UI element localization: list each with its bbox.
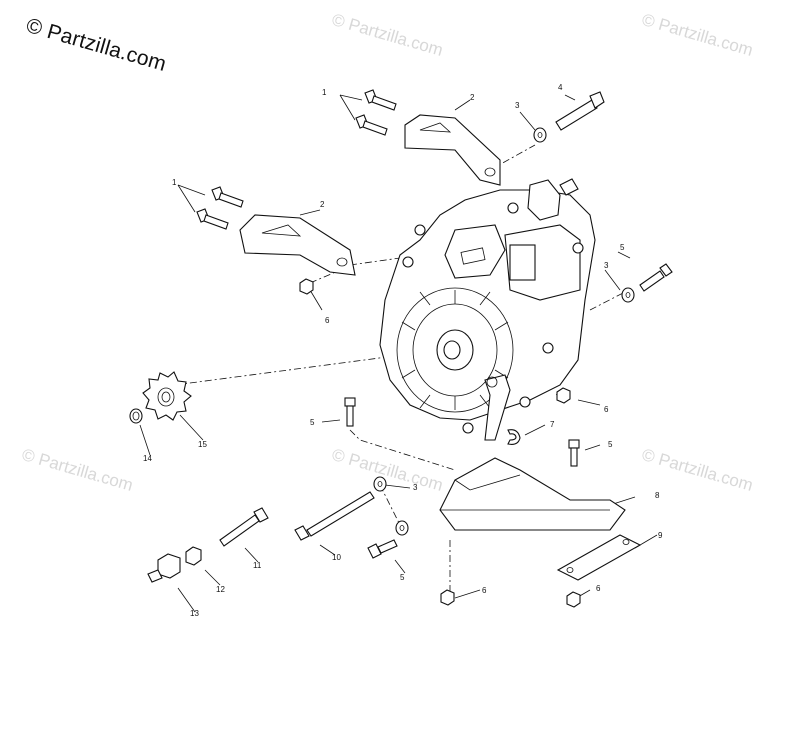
snap-ring-part-14: [129, 408, 143, 424]
sprocket-part-15: [142, 371, 192, 421]
bracket-part-2: [239, 214, 356, 276]
bolt-part-5: [367, 539, 398, 559]
plug-part-13: [147, 553, 181, 583]
callout-6: 6: [596, 584, 601, 593]
callout-13: 13: [190, 609, 199, 618]
callout-15: 15: [198, 440, 207, 449]
callout-labels: 1 1 2 2 3 3 3 4 5 5 5 5 6 6 6 6 7 8 9 10…: [143, 83, 663, 618]
pin-part-4: [555, 91, 605, 131]
callout-8: 8: [655, 491, 660, 500]
nut-part-6: [440, 589, 455, 606]
washer-part-3: [621, 287, 635, 303]
callout-4: 4: [558, 83, 563, 92]
bolt-part-1: [355, 89, 397, 136]
mount-plate-part-8: [439, 457, 626, 531]
callout-5: 5: [620, 243, 625, 252]
bolt-part-1: [196, 186, 244, 230]
callout-7: 7: [550, 420, 555, 429]
callout-3: 3: [604, 261, 609, 270]
bolt-part-11: [219, 507, 269, 547]
callout-1: 1: [172, 178, 177, 187]
callout-6: 6: [482, 586, 487, 595]
nut-part-6: [556, 387, 571, 404]
callout-2: 2: [320, 200, 325, 209]
callout-5: 5: [608, 440, 613, 449]
callout-10: 10: [332, 553, 341, 562]
washer-part-3: [373, 476, 387, 492]
callout-6: 6: [325, 316, 330, 325]
callout-3: 3: [515, 101, 520, 110]
clip-part-7: [507, 429, 521, 445]
bracket-part-2: [404, 114, 501, 186]
engine-assembly: [379, 178, 596, 441]
washer-part-3: [395, 520, 409, 536]
callout-5: 5: [400, 573, 405, 582]
callout-9: 9: [658, 531, 663, 540]
bolt-part-5: [639, 263, 673, 292]
callout-12: 12: [216, 585, 225, 594]
strap-part-9: [556, 534, 642, 581]
callout-14: 14: [143, 454, 152, 463]
washer-part-3: [533, 127, 547, 143]
nut-part-12: [185, 546, 202, 566]
callout-3: 3: [413, 483, 418, 492]
callout-5: 5: [310, 418, 315, 427]
callout-11: 11: [253, 561, 262, 570]
nut-part-6: [566, 591, 581, 608]
bolt-part-5: [568, 439, 580, 467]
callout-2: 2: [470, 93, 475, 102]
callout-1: 1: [322, 88, 327, 97]
nut-part-6: [299, 278, 314, 295]
long-bolt-part-10: [294, 491, 375, 541]
bolt-part-5: [344, 397, 356, 427]
callout-6: 6: [604, 405, 609, 414]
leader-lines: [139, 94, 658, 613]
